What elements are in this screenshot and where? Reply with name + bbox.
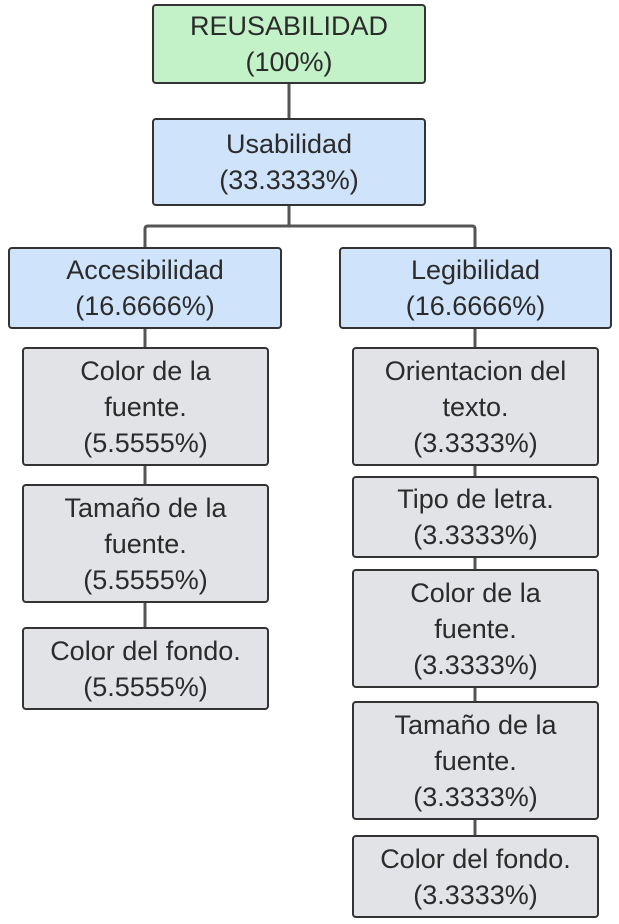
- node-percentage: (5.5555%): [83, 427, 208, 458]
- node-reusabilidad: REUSABILIDAD (100%): [152, 4, 426, 84]
- node-label: fuente.: [104, 528, 187, 559]
- node-label: Color del fondo.: [50, 635, 241, 666]
- node-percentage: (33.3333%): [219, 165, 359, 195]
- node-acc-color-fuente: Color de la fuente. (5.5555%): [22, 347, 269, 466]
- node-label: Color del fondo.: [380, 843, 571, 874]
- node-label: Orientacion del: [384, 355, 567, 386]
- node-percentage: (5.5555%): [83, 564, 208, 595]
- node-percentage: (3.3333%): [413, 879, 538, 910]
- node-usabilidad: Usabilidad (33.3333%): [152, 118, 426, 206]
- node-label: REUSABILIDAD: [189, 11, 389, 41]
- node-accesibilidad: Accesibilidad (16.6666%): [8, 247, 282, 329]
- node-percentage: (3.3333%): [413, 427, 538, 458]
- node-leg-tipo-letra: Tipo de letra. (3.3333%): [352, 476, 599, 558]
- node-percentage: (5.5555%): [83, 671, 208, 702]
- node-label: Usabilidad: [225, 129, 353, 159]
- node-leg-color-fuente: Color de la fuente. (3.3333%): [352, 569, 599, 688]
- node-label: Legibilidad: [410, 255, 541, 285]
- node-label: fuente.: [104, 391, 187, 422]
- node-label: Color de la: [410, 577, 541, 608]
- node-leg-tamano-fuente: Tamaño de la fuente. (3.3333%): [352, 701, 599, 820]
- node-percentage: (16.6666%): [405, 291, 546, 321]
- node-label: fuente.: [434, 745, 517, 776]
- node-percentage: (100%): [245, 47, 333, 77]
- node-label: Color de la: [80, 355, 211, 386]
- node-percentage: (3.3333%): [413, 649, 538, 680]
- node-label: Accesibilidad: [66, 255, 224, 285]
- node-leg-color-fondo: Color del fondo. (3.3333%): [352, 835, 599, 918]
- node-percentage: (3.3333%): [413, 520, 538, 550]
- node-percentage: (3.3333%): [413, 781, 538, 812]
- node-legibilidad: Legibilidad (16.6666%): [339, 247, 612, 329]
- node-label: Tamaño de la: [64, 492, 227, 523]
- node-label: Tamaño de la: [394, 709, 557, 740]
- node-acc-color-fondo: Color del fondo. (5.5555%): [22, 627, 269, 710]
- node-label: Tipo de letra.: [397, 484, 554, 514]
- node-label: texto.: [442, 391, 509, 422]
- node-leg-orientacion-texto: Orientacion del texto. (3.3333%): [352, 347, 599, 466]
- node-percentage: (16.6666%): [75, 291, 215, 321]
- node-acc-tamano-fuente: Tamaño de la fuente. (5.5555%): [22, 484, 269, 603]
- node-label: fuente.: [434, 613, 517, 644]
